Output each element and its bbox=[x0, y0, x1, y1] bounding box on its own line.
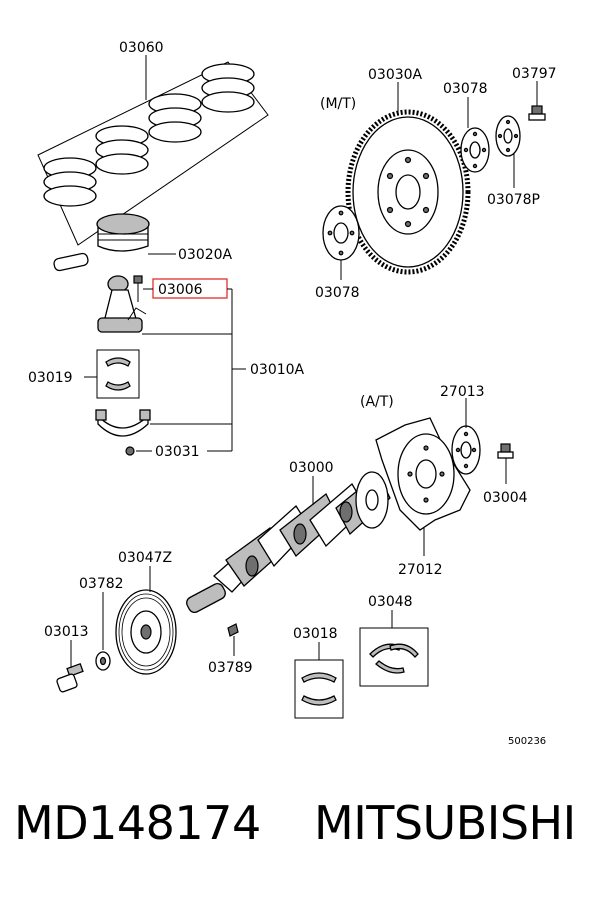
label-03013: 03013 bbox=[44, 624, 89, 640]
thrust-bearing-illustration: 03048 bbox=[359, 594, 429, 687]
piston-rings-box: 03060 bbox=[37, 40, 269, 246]
label-03047Z: 03047Z bbox=[118, 550, 172, 566]
flywheel-bolt-illustration: 03797 bbox=[512, 66, 557, 121]
label-27013: 27013 bbox=[440, 384, 485, 400]
label-03019: 03019 bbox=[28, 370, 73, 386]
label-03048: 03048 bbox=[368, 594, 413, 610]
label-03078-bottom: 03078 bbox=[315, 285, 360, 301]
label-03004: 03004 bbox=[483, 490, 528, 506]
label-03006: 03006 bbox=[158, 282, 203, 298]
label-03000: 03000 bbox=[289, 460, 334, 476]
label-03030A: 03030A bbox=[368, 67, 423, 83]
flywheel-illustration: 03030A (M/T) bbox=[320, 67, 471, 275]
brand-name: MITSUBISHI bbox=[314, 796, 576, 850]
washer-illustration: 03782 bbox=[79, 576, 124, 671]
label-mt: (M/T) bbox=[320, 96, 356, 112]
label-03060: 03060 bbox=[119, 40, 164, 56]
label-03797: 03797 bbox=[512, 66, 557, 82]
label-03018: 03018 bbox=[293, 626, 338, 642]
plate-27013-illustration: 27013 bbox=[440, 384, 485, 475]
diagram-reference: 500236 bbox=[508, 736, 546, 747]
pulley-bolt-illustration: 03013 bbox=[44, 624, 89, 693]
label-at: (A/T) bbox=[360, 394, 394, 410]
main-bearing-illustration: 03018 bbox=[293, 626, 344, 719]
key-illustration: 03789 bbox=[208, 623, 253, 676]
piston-rings-illustration bbox=[43, 63, 255, 207]
rod-bearing-illustration: 03019 bbox=[28, 349, 140, 399]
crankshaft-illustration: 03000 bbox=[186, 460, 391, 613]
label-03078-top: 03078 bbox=[443, 81, 488, 97]
label-03782: 03782 bbox=[79, 576, 124, 592]
plate-top-illustration: 03078 bbox=[443, 81, 490, 173]
label-03031: 03031 bbox=[155, 444, 200, 460]
label-03020A: 03020A bbox=[178, 247, 233, 263]
footer: MD148174 MITSUBISHI bbox=[0, 800, 600, 880]
connecting-rod-illustration bbox=[97, 275, 147, 333]
crank-pulley-illustration: 03047Z bbox=[115, 550, 177, 675]
part-number: MD148174 bbox=[14, 796, 261, 850]
label-03078P: 03078P bbox=[487, 192, 540, 208]
plate-p-illustration: 03078P bbox=[487, 115, 540, 208]
rod-cap-illustration: 03031 bbox=[95, 409, 232, 460]
label-03789: 03789 bbox=[208, 660, 253, 676]
plate-bottom-illustration: 03078 bbox=[315, 205, 360, 301]
drive-plate-illustration: (A/T) 27012 bbox=[360, 394, 471, 578]
label-27012: 27012 bbox=[398, 562, 443, 578]
piston-illustration: 03020A bbox=[53, 213, 233, 272]
label-03010A: 03010A bbox=[250, 362, 305, 378]
drive-plate-bolt-illustration: 03004 bbox=[483, 443, 528, 506]
